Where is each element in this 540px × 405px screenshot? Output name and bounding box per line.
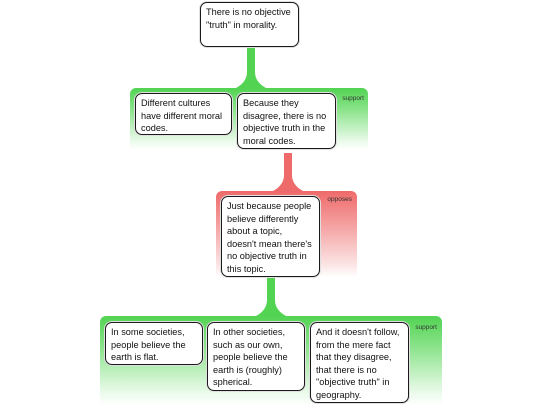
support-label-1: support [342, 95, 364, 102]
opposes-label: opposes [327, 196, 352, 203]
premise-node-disagree[interactable]: Because they disagree, there is no objec… [237, 93, 336, 149]
claim-node[interactable]: There is no objective "truth" in moralit… [200, 2, 299, 47]
support-label-2: support [415, 324, 437, 331]
premise-node-cultures[interactable]: Different cultures have different moral … [135, 93, 232, 135]
connector-claim-to-support [236, 46, 266, 90]
connector-objection-to-support [256, 276, 286, 318]
premise-node-spherical[interactable]: In other societies, such as our own, peo… [207, 322, 305, 391]
connector-premise-to-objection [273, 153, 303, 193]
objection-node[interactable]: Just because people believe differently … [221, 196, 320, 277]
premise-node-geography[interactable]: And it doesn't follow, from the mere fac… [310, 322, 409, 403]
premise-node-flat-earth[interactable]: In some societies, people believe the ea… [105, 322, 203, 365]
